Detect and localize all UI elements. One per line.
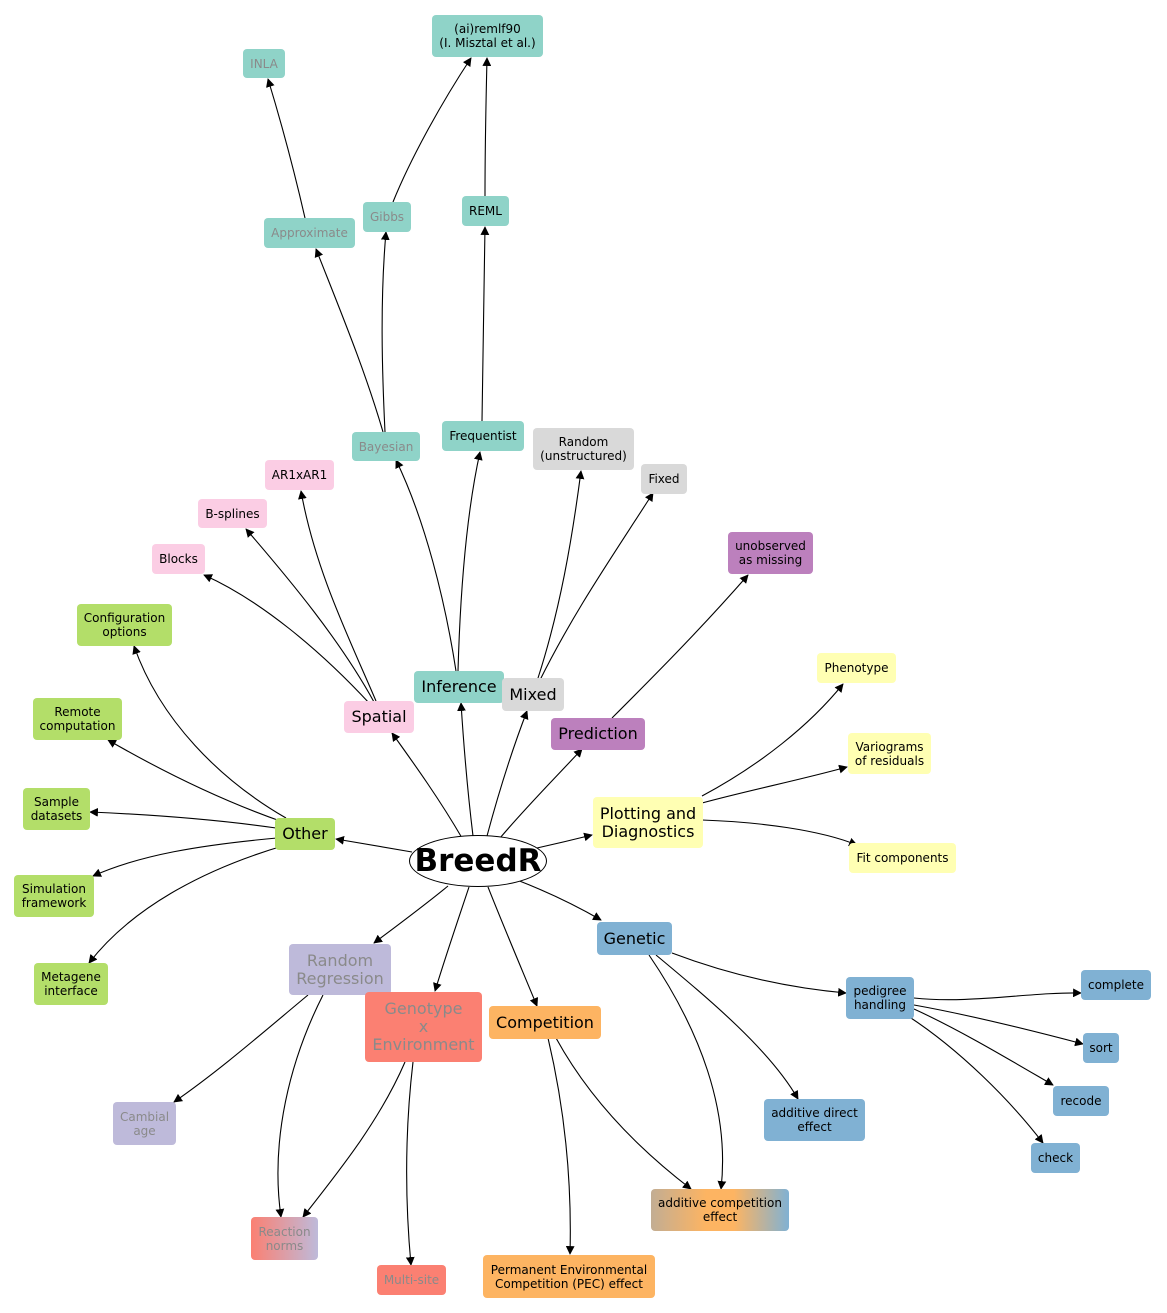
- edge-other-sample: [89, 807, 277, 829]
- node-reml: REML: [462, 196, 509, 226]
- node-variograms: Variograms of residuals: [848, 733, 931, 774]
- edge-pedigree-check: [907, 1015, 1044, 1144]
- node-competition: Competition: [489, 1006, 601, 1039]
- node-reaction-norms: Reaction norms: [251, 1217, 318, 1260]
- node-fit-components: Fit components: [849, 843, 956, 873]
- node-sort: sort: [1083, 1033, 1119, 1063]
- node-additive-competition: additive competition effect: [651, 1189, 789, 1231]
- edge-frequentist-reml: [480, 226, 490, 422]
- node-gibbs: Gibbs: [363, 202, 411, 232]
- node-inla: INLA: [243, 49, 285, 78]
- edge-genetic-additive-direct: [655, 954, 799, 1100]
- node-prediction: Prediction: [551, 718, 645, 750]
- node-simulation: Simulation framework: [14, 875, 94, 917]
- edge-rr-cambial: [173, 994, 309, 1103]
- node-random-regression: Random Regression: [289, 944, 391, 995]
- edge-gxe-reaction: [302, 1061, 406, 1218]
- edge-mixed-random: [537, 470, 585, 679]
- node-spatial: Spatial: [344, 701, 414, 733]
- node-blocks: Blocks: [152, 544, 205, 574]
- edge-spatial-bsplines: [245, 528, 375, 703]
- edge-root-gxe: [433, 886, 470, 992]
- edge-pedigree-recode: [913, 1008, 1054, 1086]
- edge-reml-aireml: [482, 57, 492, 197]
- edge-root-prediction: [499, 748, 583, 839]
- node-fixed: Fixed: [641, 464, 687, 494]
- edge-root-random-regression: [373, 885, 449, 944]
- edge-approximate-inla: [266, 78, 306, 219]
- edge-inference-frequentist: [457, 451, 483, 672]
- node-gxe: Genotype x Environment: [365, 992, 482, 1062]
- edge-comp-additive: [555, 1037, 692, 1190]
- edge-root-mixed: [486, 710, 529, 837]
- edge-bayesian-approximate: [314, 248, 384, 433]
- node-other: Other: [275, 818, 335, 850]
- edge-other-remote: [107, 739, 284, 823]
- node-metagene: Metagene interface: [34, 963, 108, 1005]
- edge-rr-reaction: [275, 994, 324, 1218]
- node-recode: recode: [1053, 1086, 1109, 1116]
- node-frequentist: Frequentist: [442, 421, 524, 451]
- edge-mixed-fixed: [539, 492, 654, 681]
- edge-gibbs-aireml: [392, 57, 472, 203]
- node-multisite: Multi-site: [377, 1265, 446, 1295]
- edge-plotting-variograms: [701, 764, 848, 804]
- node-approximate: Approximate: [264, 218, 355, 248]
- node-inference: Inference: [414, 671, 504, 703]
- node-additive-direct: additive direct effect: [764, 1099, 865, 1141]
- edge-plotting-phenotype: [701, 683, 844, 797]
- node-complete: complete: [1081, 970, 1151, 1000]
- node-genetic: Genetic: [597, 922, 672, 955]
- edge-other-metagene: [88, 844, 287, 964]
- edge-spatial-blocks: [203, 574, 371, 705]
- edge-root-spatial: [391, 732, 463, 839]
- node-ar1xar1: AR1xAR1: [265, 460, 334, 490]
- edge-root-genetic: [516, 879, 602, 921]
- edge-spatial-ar1: [298, 490, 377, 702]
- node-plotting: Plotting and Diagnostics: [593, 797, 703, 848]
- node-pedigree: pedigree handling: [846, 977, 914, 1019]
- node-bayesian: Bayesian: [352, 432, 420, 461]
- node-random-unstructured: Random (unstructured): [533, 428, 634, 470]
- node-bsplines: B-splines: [198, 499, 267, 528]
- node-unobserved: unobserved as missing: [728, 532, 813, 574]
- edge-root-inference: [457, 702, 474, 837]
- edge-root-competition: [487, 886, 539, 1007]
- edge-comp-pec: [547, 1037, 575, 1255]
- node-phenotype: Phenotype: [817, 653, 896, 683]
- edge-pedigree-complete: [913, 988, 1082, 1001]
- edge-genetic-pedigree: [671, 952, 847, 997]
- edge-pedigree-sort: [913, 1004, 1084, 1047]
- node-check: check: [1031, 1143, 1080, 1173]
- node-sample: Sample datasets: [23, 788, 90, 830]
- node-remote: Remote computation: [33, 698, 122, 740]
- edge-gxe-multisite: [405, 1061, 415, 1266]
- edge-root-other: [335, 836, 413, 853]
- node-cambial-age: Cambial age: [113, 1102, 176, 1145]
- node-pec: Permanent Environmental Competition (PEC…: [483, 1255, 655, 1298]
- node-mixed: Mixed: [502, 678, 564, 711]
- edge-other-simulation: [92, 837, 278, 877]
- edge-genetic-additive-comp: [648, 954, 727, 1190]
- edge-plotting-fitcomp: [701, 819, 858, 847]
- root-node-breedr: BreedR: [409, 835, 547, 887]
- edge-other-config: [132, 645, 287, 819]
- node-config: Configuration options: [77, 604, 172, 646]
- node-aireml: (ai)remlf90 (I. Misztal et al.): [432, 15, 543, 57]
- edge-prediction-unobserved: [611, 574, 749, 719]
- edge-root-plotting: [536, 832, 593, 849]
- edge-inference-bayesian: [395, 459, 457, 672]
- edge-bayesian-gibbs: [380, 231, 390, 433]
